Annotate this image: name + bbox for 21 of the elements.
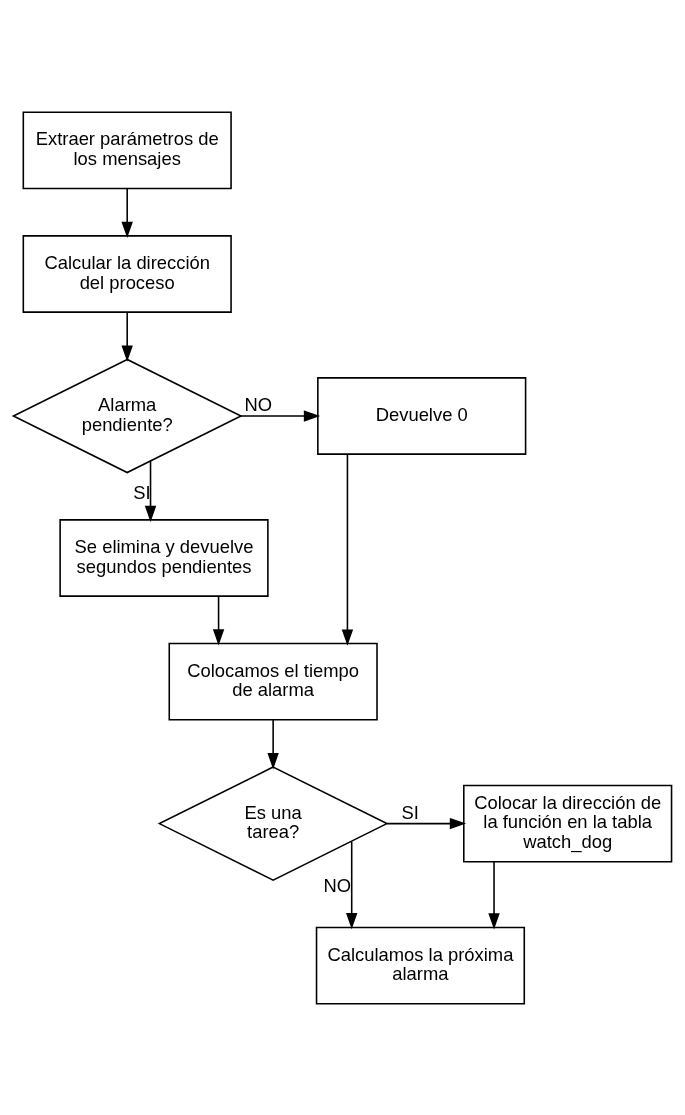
arrow xyxy=(341,453,354,646)
node-box: Devuelve 0 xyxy=(317,376,527,455)
node-box: Colocar la dirección de la función en la tabla watch_dog xyxy=(463,784,673,862)
edge-label: SI xyxy=(133,481,151,503)
node-box: Se elimina y devuelve segundos pendientes xyxy=(59,518,269,597)
node-box: Extraer parámetros de los mensajes xyxy=(22,110,232,189)
edge-label: NO xyxy=(244,393,273,415)
arrow xyxy=(346,840,358,929)
arrow xyxy=(488,860,500,930)
arrow xyxy=(386,817,467,829)
node-diamond: Alarma pendiente? xyxy=(11,358,243,473)
arrow xyxy=(144,460,157,522)
arrow xyxy=(121,187,133,238)
arrow xyxy=(121,311,133,362)
node-box: Calculamos la próxima alarma xyxy=(315,926,526,1005)
edge-label: SI xyxy=(401,801,419,823)
arrow xyxy=(240,409,321,422)
arrow xyxy=(267,718,279,769)
node-box: Colocamos el tiempo de alarma xyxy=(168,642,378,720)
arrow xyxy=(212,595,225,646)
node-box: Calcular la dirección del proceso xyxy=(22,234,232,313)
